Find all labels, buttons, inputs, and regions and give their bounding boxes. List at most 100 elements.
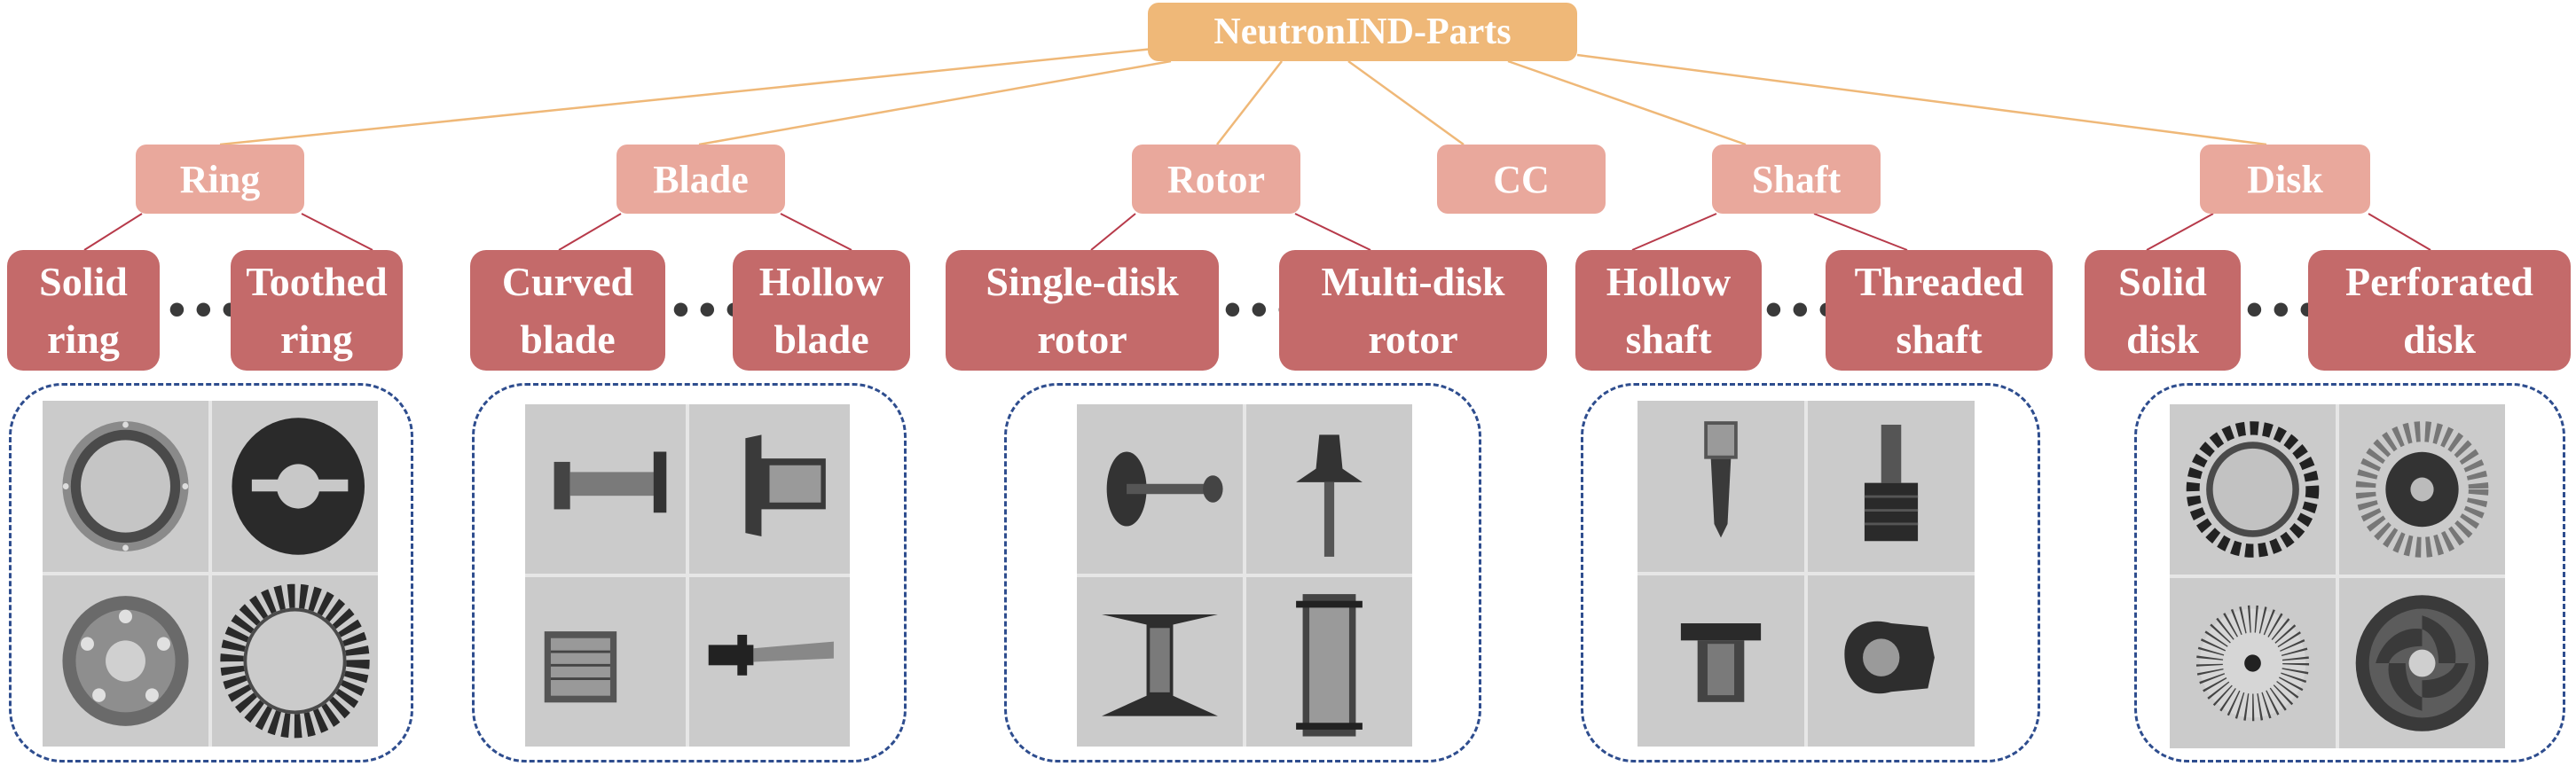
subcategory-label-line2: blade (774, 317, 869, 362)
subcategory-curved-blade: Curved blade (470, 250, 665, 371)
subcategory-label-line2: rotor (1368, 317, 1458, 362)
connector-blade-curved (558, 213, 622, 251)
rotor-image-grid (1077, 404, 1412, 747)
category-rotor: Rotor (1132, 145, 1300, 214)
subcategory-label-line1: Hollow (1606, 258, 1732, 304)
connector-root-blade (698, 59, 1172, 146)
category-label: Rotor (1167, 157, 1265, 201)
ellipsis-ring: • • • (169, 283, 239, 336)
connector-ring-toothed (301, 213, 373, 251)
subcategory-multi-disk-rotor: Multi-disk rotor (1279, 250, 1547, 371)
category-ring: Ring (136, 145, 304, 214)
root-node: NeutronIND-Parts (1148, 3, 1577, 61)
subcategory-label: Hollow blade (759, 253, 884, 369)
blade-image-grid (525, 404, 850, 747)
category-shaft: Shaft (1712, 145, 1881, 214)
shaft-sample-image (1637, 401, 1804, 572)
subcategory-label-line1: Solid (39, 258, 128, 304)
category-label: Disk (2247, 157, 2323, 201)
subcategory-label: Curved blade (502, 253, 633, 369)
subcategory-hollow-shaft: Hollow shaft (1575, 250, 1762, 371)
shaft-image-grid (1637, 401, 1975, 747)
connector-rotor-multi (1294, 213, 1371, 251)
subcategory-label-line2: blade (520, 317, 616, 362)
subcategory-solid-disk: Solid disk (2085, 250, 2241, 371)
category-cc: CC (1437, 145, 1606, 214)
category-disk: Disk (2200, 145, 2370, 214)
rotor-sample-image (1246, 404, 1412, 574)
subcategory-label-line1: Single-disk (986, 258, 1179, 304)
subcategory-label: Solid ring (39, 253, 128, 369)
ring-sample-image (212, 575, 378, 747)
subcategory-label-line2: ring (280, 317, 353, 362)
disk-image-group (2134, 383, 2565, 762)
subcategory-label: Single-disk rotor (986, 253, 1178, 369)
category-blade: Blade (617, 145, 785, 214)
subcategory-label: Toothed ring (246, 253, 387, 369)
connector-ring-solid (83, 213, 143, 251)
connector-disk-perforated (2368, 213, 2431, 251)
subcategory-label-line1: Hollow (758, 258, 884, 304)
subcategory-label-line2: disk (2403, 317, 2476, 362)
category-label: Blade (653, 157, 749, 201)
connector-shaft-threaded (1813, 213, 1908, 251)
ring-sample-image (43, 401, 208, 572)
subcategory-label: Threaded shaft (1855, 253, 2024, 369)
ring-sample-image (212, 401, 378, 572)
ellipsis-shaft: • • • (1765, 283, 1835, 336)
subcategory-label-line2: shaft (1896, 317, 1983, 362)
subcategory-hollow-blade: Hollow blade (733, 250, 910, 371)
connector-root-rotor (1216, 60, 1283, 145)
shaft-sample-image (1808, 401, 1975, 572)
subcategory-threaded-shaft: Threaded shaft (1826, 250, 2053, 371)
shaft-sample-image (1637, 575, 1804, 747)
blade-sample-image (525, 404, 686, 574)
shaft-sample-image (1808, 575, 1975, 747)
subcategory-label-line1: Perforated (2345, 258, 2533, 304)
blade-sample-image (525, 577, 686, 747)
rotor-sample-image (1077, 404, 1243, 574)
connector-root-shaft (1507, 59, 1747, 146)
subcategory-label-line1: Multi-disk (1321, 258, 1505, 304)
connector-disk-solid (2146, 213, 2214, 251)
ellipsis-disk: • • • (2246, 283, 2316, 336)
subcategory-label: Perforated disk (2345, 253, 2533, 369)
disk-sample-image (2170, 578, 2336, 748)
connector-shaft-hollow (1631, 213, 1717, 251)
subcategory-label-line1: Threaded (1854, 258, 2024, 304)
disk-image-grid (2170, 404, 2505, 748)
subcategory-single-disk-rotor: Single-disk rotor (946, 250, 1219, 371)
rotor-sample-image (1077, 577, 1243, 747)
subcategory-label-line1: Toothed (246, 258, 388, 304)
subcategory-perforated-disk: Perforated disk (2308, 250, 2571, 371)
category-label: Ring (179, 157, 261, 201)
subcategory-label-line2: ring (47, 317, 120, 362)
subcategory-toothed-ring: Toothed ring (231, 250, 403, 371)
disk-sample-image (2170, 404, 2336, 575)
ring-image-group (9, 383, 413, 762)
subcategory-label-line2: shaft (1625, 317, 1712, 362)
connector-root-disk (1576, 53, 2267, 146)
disk-sample-image (2339, 404, 2505, 575)
ellipsis-blade: • • • (672, 283, 742, 336)
blade-sample-image (689, 577, 850, 747)
connector-rotor-single (1090, 213, 1136, 251)
subcategory-label-line2: rotor (1037, 317, 1127, 362)
ring-sample-image (43, 575, 208, 747)
blade-image-group (472, 383, 907, 762)
category-label: CC (1493, 157, 1550, 201)
subcategory-label: Hollow shaft (1606, 253, 1732, 369)
subcategory-label: Solid disk (2118, 253, 2207, 369)
connector-root-cc (1347, 59, 1465, 146)
disk-sample-image (2339, 578, 2505, 748)
connector-blade-hollow (780, 213, 852, 251)
root-label: NeutronIND-Parts (1213, 12, 1512, 52)
subcategory-label-line1: Solid (2118, 258, 2207, 304)
ring-image-grid (43, 401, 378, 747)
subcategory-label: Multi-disk rotor (1321, 253, 1504, 369)
rotor-sample-image (1246, 577, 1412, 747)
blade-sample-image (689, 404, 850, 574)
category-label: Shaft (1751, 157, 1842, 201)
